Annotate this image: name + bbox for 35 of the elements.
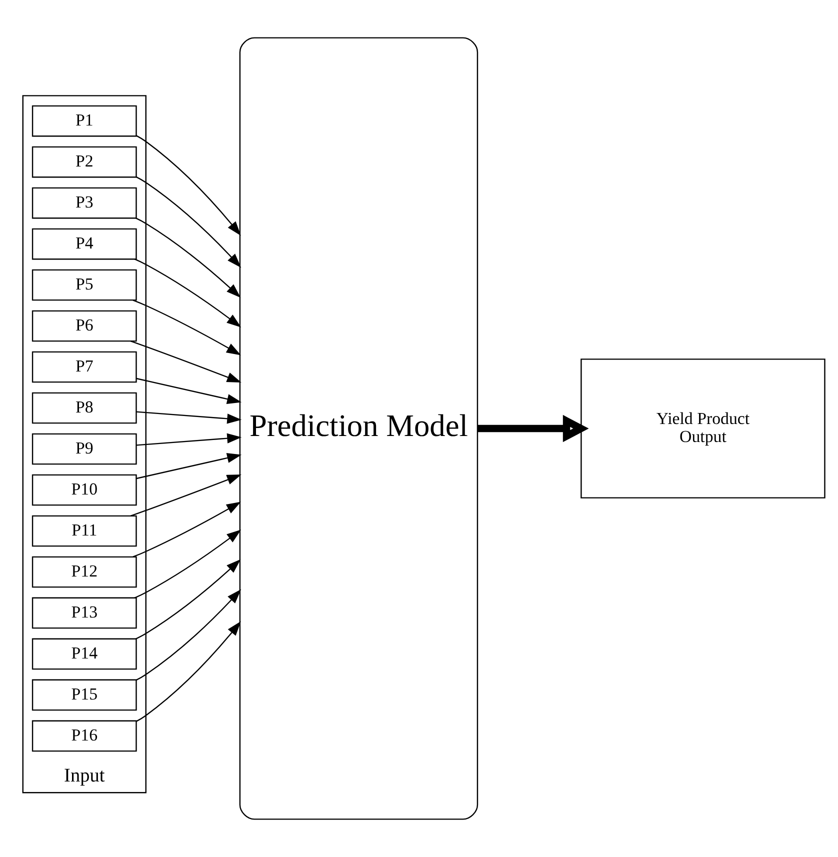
node-box: P7 bbox=[32, 351, 137, 383]
arrow bbox=[135, 218, 241, 298]
node-box: P13 bbox=[32, 597, 137, 629]
node-box: P5 bbox=[32, 269, 137, 301]
node-box: P14 bbox=[32, 638, 137, 670]
node-box: P2 bbox=[32, 146, 137, 178]
node-box: P16 bbox=[32, 720, 137, 752]
arrow bbox=[136, 621, 241, 722]
node-box: P10 bbox=[32, 474, 137, 506]
node-box: P4 bbox=[32, 228, 137, 260]
arrow bbox=[130, 340, 242, 383]
arrow bbox=[136, 378, 242, 404]
node-box: Prediction Model bbox=[239, 37, 478, 820]
node-box: P6 bbox=[32, 310, 137, 342]
node-box: P8 bbox=[32, 392, 137, 424]
arrow bbox=[136, 452, 242, 480]
arrow bbox=[134, 258, 242, 328]
arrow bbox=[478, 414, 589, 442]
node-box: P9 bbox=[32, 433, 137, 465]
arrow bbox=[136, 176, 242, 268]
arrow bbox=[135, 559, 241, 640]
node-box: P12 bbox=[32, 556, 137, 588]
node-box: P1 bbox=[32, 105, 137, 137]
node-box: P11 bbox=[32, 515, 137, 547]
arrow bbox=[132, 300, 241, 356]
node-box: P15 bbox=[32, 679, 137, 711]
arrow bbox=[134, 530, 242, 598]
node-box: P3 bbox=[32, 187, 137, 219]
node-box: Yield Product Output bbox=[580, 358, 826, 498]
arrow bbox=[132, 502, 241, 558]
arrow bbox=[136, 433, 242, 446]
arrow bbox=[136, 411, 242, 424]
arrow bbox=[130, 474, 242, 516]
arrow bbox=[136, 589, 242, 681]
arrow bbox=[136, 135, 241, 236]
